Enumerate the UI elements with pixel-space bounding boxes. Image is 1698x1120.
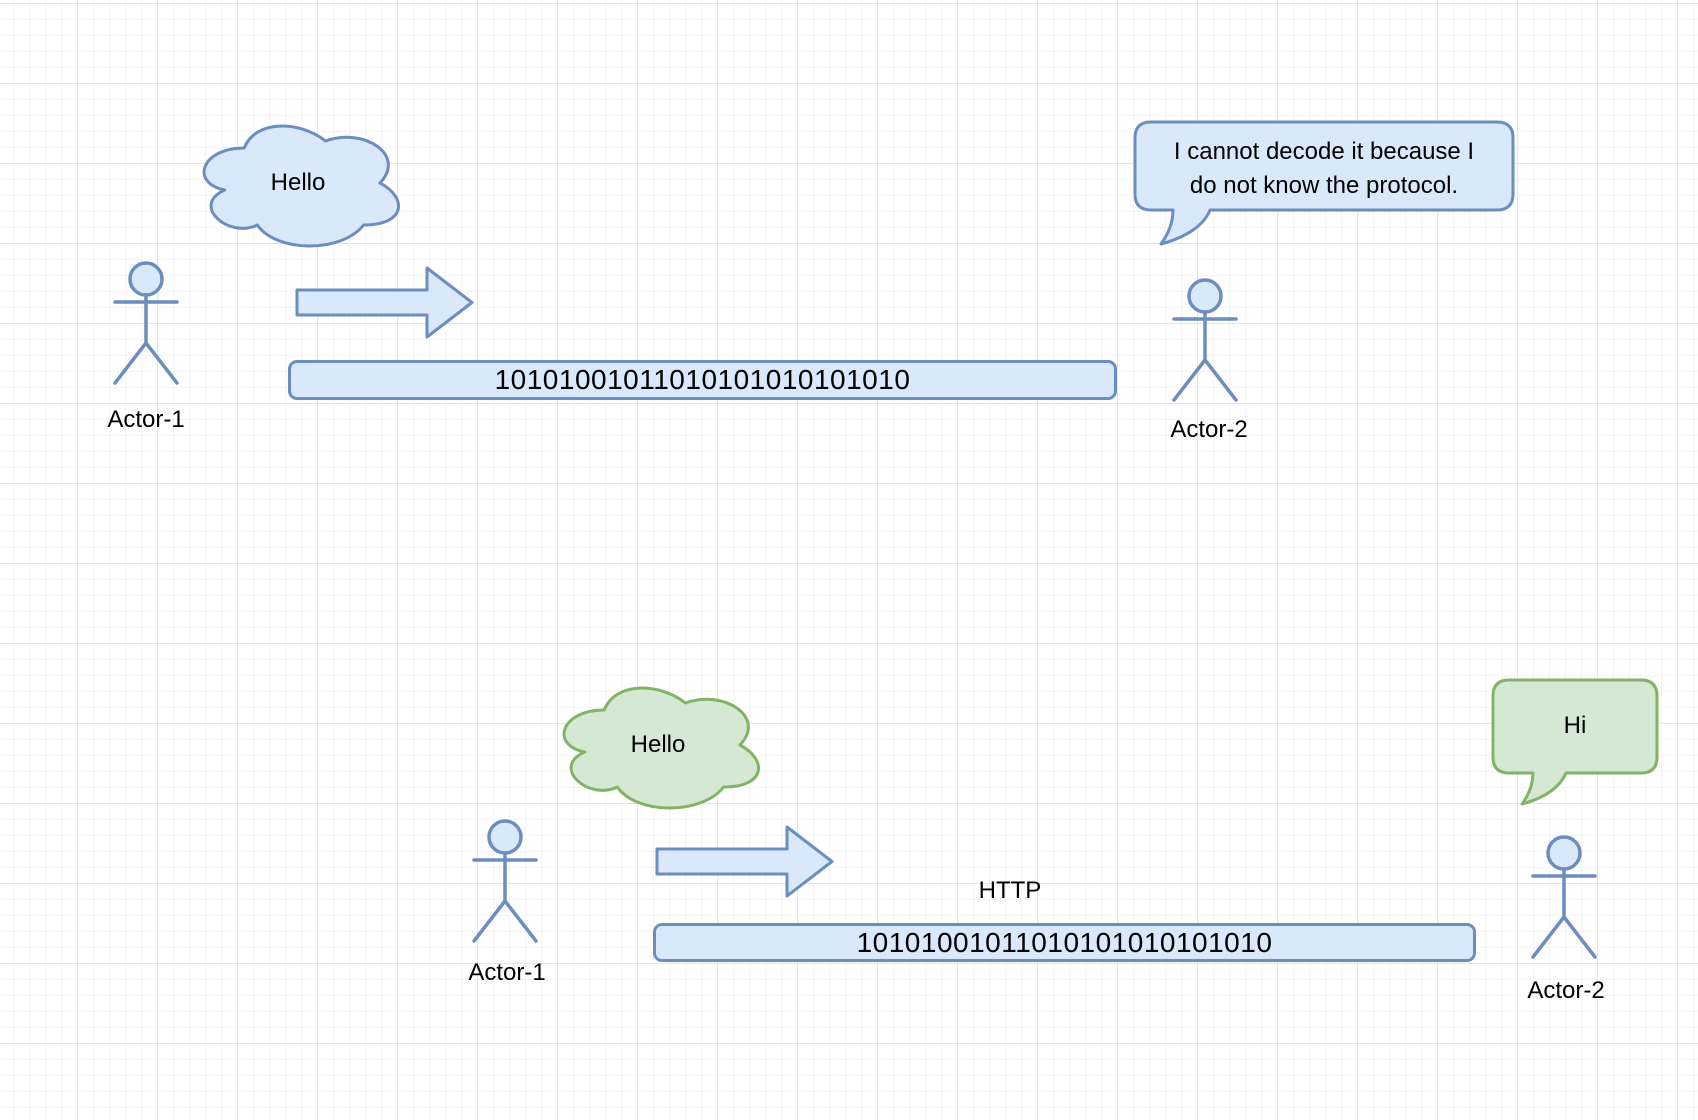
actor-leg-right <box>503 899 538 943</box>
scene1-thought-cloud[interactable] <box>185 108 412 258</box>
actor-head <box>1546 835 1582 871</box>
speech-bubble-shape <box>1491 678 1659 806</box>
scene2-actor2-label[interactable]: Actor-2 <box>1527 977 1605 1004</box>
scene1-actor1-figure[interactable] <box>110 259 182 388</box>
actor-head <box>128 261 164 297</box>
speech-bubble-shape <box>1133 120 1515 246</box>
arrow-shape <box>295 266 474 339</box>
bubble-line-2: do not know the protocol. <box>1189 172 1459 199</box>
scene2-transfer-arrow[interactable] <box>654 824 836 900</box>
scene1-transfer-arrow[interactable] <box>294 265 476 341</box>
actor-leg-left <box>1531 915 1566 959</box>
scene1-speech-bubble-text[interactable]: I cannot decode it because I do not know… <box>1139 135 1509 203</box>
actor-leg-left <box>1172 358 1207 402</box>
actor-head <box>487 819 523 855</box>
actor-leg-right <box>1562 915 1597 959</box>
arrow-shape <box>655 825 834 898</box>
actor-leg-right <box>144 341 179 385</box>
bubble-line-1: I cannot decode it because I <box>1173 138 1475 165</box>
scene2-actor2-figure[interactable] <box>1528 833 1600 962</box>
actor-leg-right <box>1203 358 1238 402</box>
scene2-cloud-label[interactable]: Hello <box>630 731 686 758</box>
scene2-actor1-label[interactable]: Actor-1 <box>468 959 546 986</box>
scene2-protocol-label[interactable]: HTTP <box>978 877 1042 904</box>
cloud-shape <box>202 124 401 248</box>
scene1-binary-message-bar[interactable]: 10101001011010101010101010 <box>288 360 1117 400</box>
actor-leg-left <box>472 899 507 943</box>
scene1-cloud-label[interactable]: Hello <box>270 169 326 196</box>
scene1-actor2-figure[interactable] <box>1169 276 1241 405</box>
scene1-binary-message-text: 10101001011010101010101010 <box>494 364 911 395</box>
scene2-binary-message-bar[interactable]: 10101001011010101010101010 <box>653 923 1476 962</box>
scene2-thought-cloud[interactable] <box>545 670 772 820</box>
actor-head <box>1187 278 1223 314</box>
scene1-speech-bubble[interactable] <box>1130 117 1520 252</box>
scene1-actor2-label[interactable]: Actor-2 <box>1170 416 1248 443</box>
scene2-speech-bubble-text[interactable]: Hi <box>1563 712 1587 739</box>
actor-leg-left <box>113 341 148 385</box>
scene1-actor1-label[interactable]: Actor-1 <box>107 406 185 433</box>
scene2-speech-bubble[interactable] <box>1488 675 1668 810</box>
cloud-shape <box>562 686 761 810</box>
scene2-binary-message-text: 10101001011010101010101010 <box>856 926 1273 958</box>
scene2-actor1-figure[interactable] <box>469 817 541 946</box>
